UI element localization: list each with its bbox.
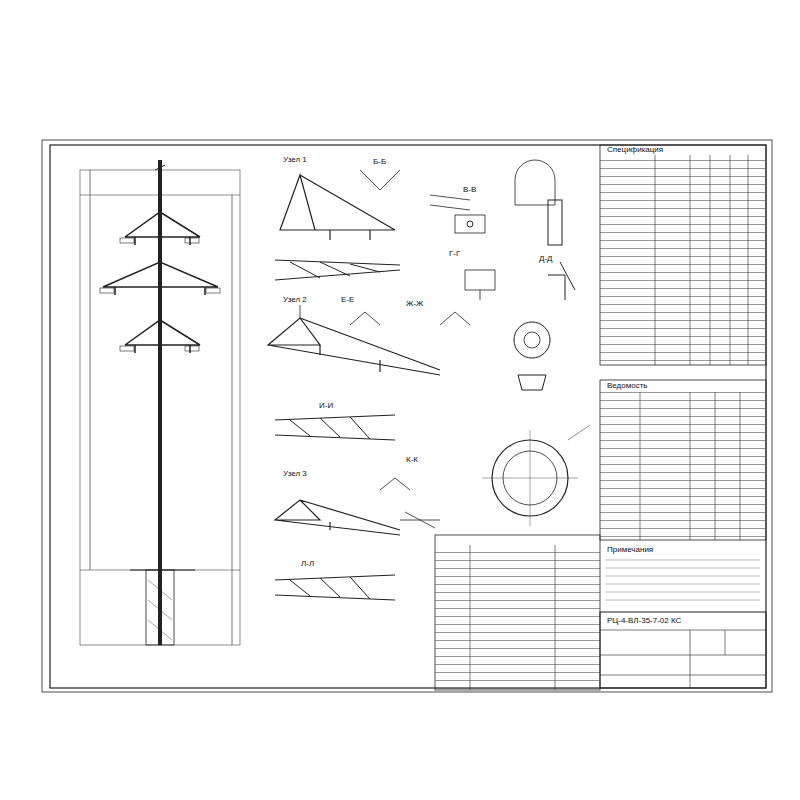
drawing-label: Б-Б: [372, 158, 387, 167]
drawing-label: РЦ-4-ВЛ-35-7-02 КС: [606, 617, 682, 626]
drawing-label: Примечания: [606, 546, 654, 555]
drawing-label: И-И: [318, 402, 334, 411]
drawing-label: Г-Г: [448, 250, 461, 259]
drawing-label: К-К: [405, 456, 419, 465]
drawing-label: Л-Л: [300, 560, 315, 569]
drawing-label: Ж-Ж: [405, 300, 424, 309]
drawing-label: Спецификация: [606, 146, 664, 155]
drawing-label: В-В: [462, 186, 477, 195]
drawing-label: Узел 2: [282, 296, 308, 305]
drawing-label: Д-Д: [538, 255, 554, 264]
drawing-label: Узел 3: [282, 470, 308, 479]
drawing-label: Ведомость: [606, 382, 649, 391]
drawing-label: Узел 1: [282, 156, 308, 165]
drawing-label: Е-Е: [340, 296, 355, 305]
